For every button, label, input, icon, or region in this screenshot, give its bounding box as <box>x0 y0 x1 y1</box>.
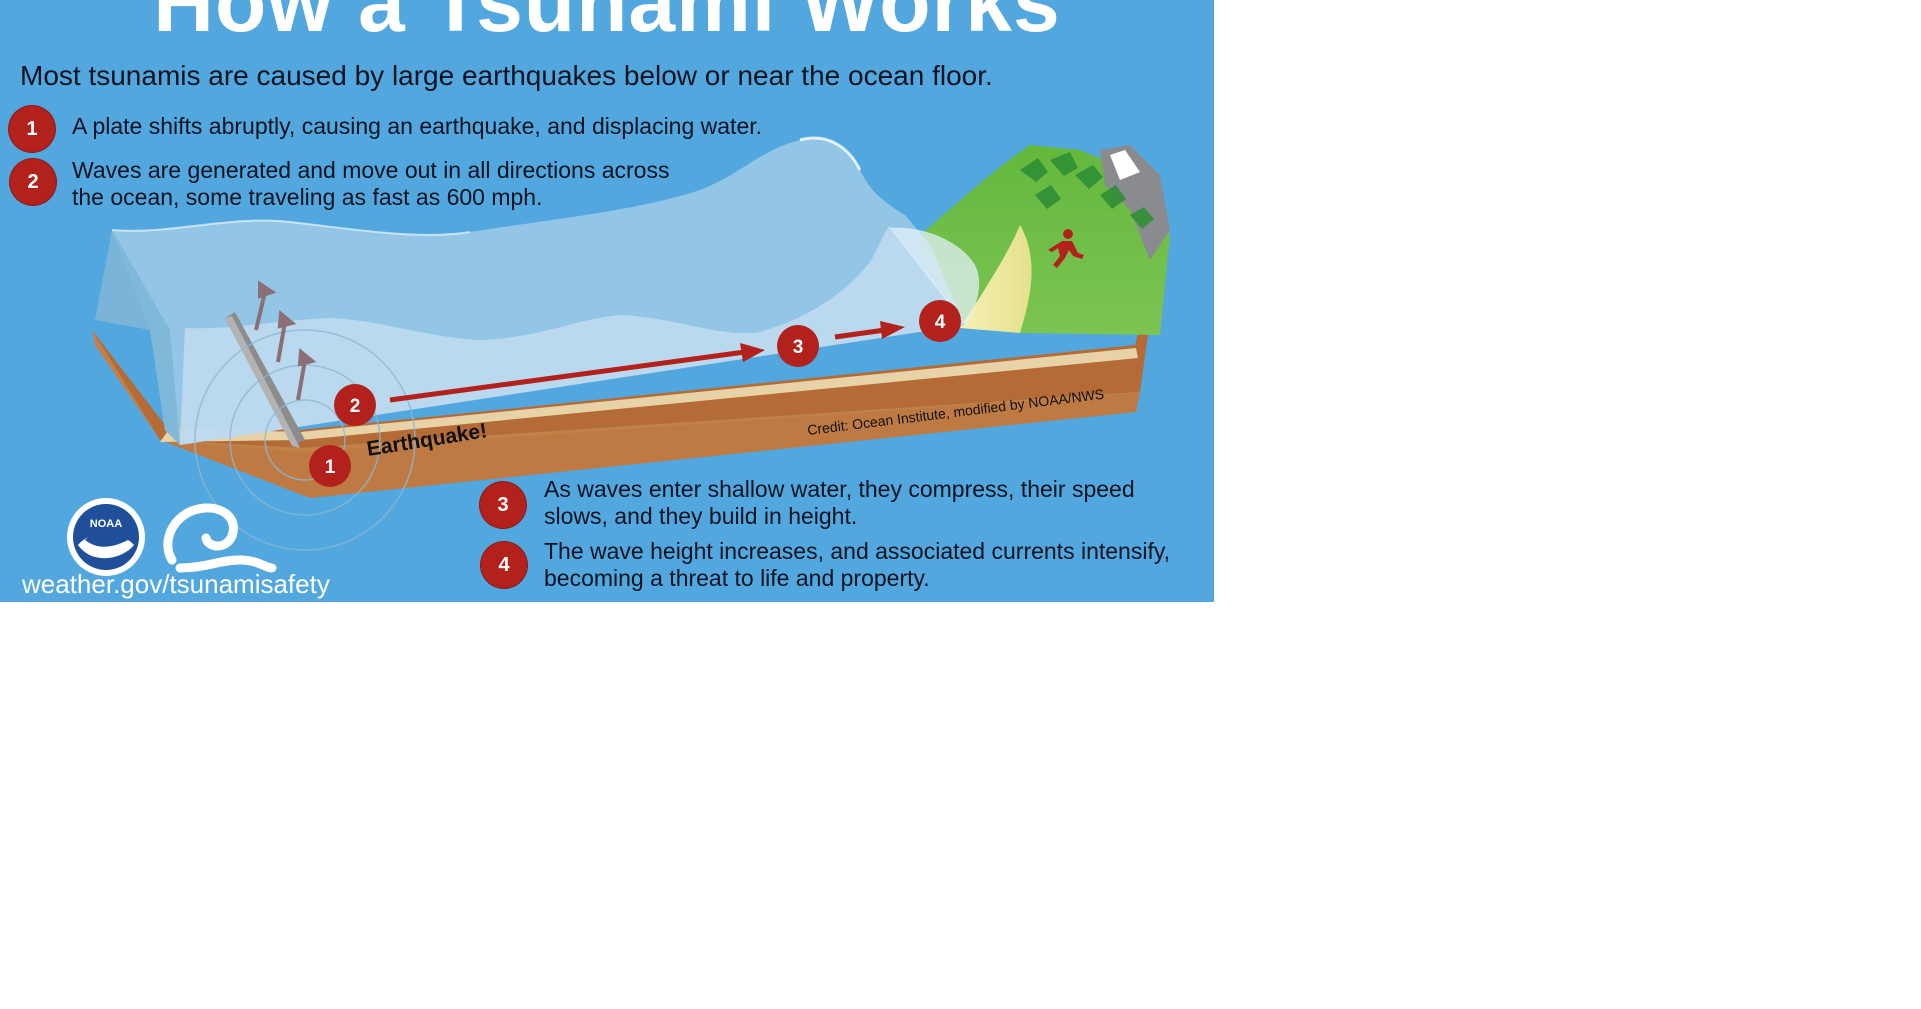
step-4-text: The wave height increases, and associate… <box>544 538 1170 592</box>
noaa-logo: NOAA <box>67 498 145 576</box>
tsunami-cross-section-diagram: 1 2 3 4 Earthquake! Credit: Ocean Instit… <box>67 136 1170 576</box>
footer-url: weather.gov/tsunamisafety <box>22 569 330 599</box>
step-3-badge: 3 <box>480 482 526 528</box>
step-4-line-2: becoming a threat to life and property. <box>544 565 930 591</box>
tsunami-wave-icon <box>163 503 277 573</box>
diagram-marker-3-label: 3 <box>793 337 804 358</box>
tsunami-infographic: How a Tsunami Works Most tsunamis are ca… <box>0 0 1214 602</box>
uplift-arrows <box>254 280 317 401</box>
diagram-marker-2-label: 2 <box>350 396 361 417</box>
step-3-text: As waves enter shallow water, they compr… <box>544 476 1135 530</box>
diagram-marker-2: 2 <box>334 384 376 426</box>
step-2-badge: 2 <box>10 159 56 205</box>
step-2-line-1: Waves are generated and move out in all … <box>72 157 670 183</box>
infographic-title: How a Tsunami Works <box>153 0 1061 49</box>
diagram-marker-1-label: 1 <box>325 457 336 478</box>
diagram-marker-4: 4 <box>919 300 961 342</box>
diagram-marker-1: 1 <box>309 445 351 487</box>
step-1-text: A plate shifts abruptly, causing an eart… <box>72 113 762 140</box>
diagram-marker-3: 3 <box>777 325 819 367</box>
step-1-badge: 1 <box>9 106 55 152</box>
noaa-logo-text: NOAA <box>90 518 122 530</box>
step-2-text: Waves are generated and move out in all … <box>72 157 669 211</box>
step-4-line-1: The wave height increases, and associate… <box>544 538 1171 564</box>
running-person-icon <box>1048 229 1084 268</box>
step-2-line-2: the ocean, some traveling as fast as 600… <box>72 184 543 210</box>
step-1-line-1: A plate shifts abruptly, causing an eart… <box>72 113 763 139</box>
step-4-badge: 4 <box>481 542 527 588</box>
subtitle: Most tsunamis are caused by large earthq… <box>20 60 993 91</box>
step-3-line-1: As waves enter shallow water, they compr… <box>544 476 1135 502</box>
diagram-marker-4-label: 4 <box>935 312 946 333</box>
wave-propagation-arrows <box>389 321 905 403</box>
step-3-line-2: slows, and they build in height. <box>544 503 858 529</box>
